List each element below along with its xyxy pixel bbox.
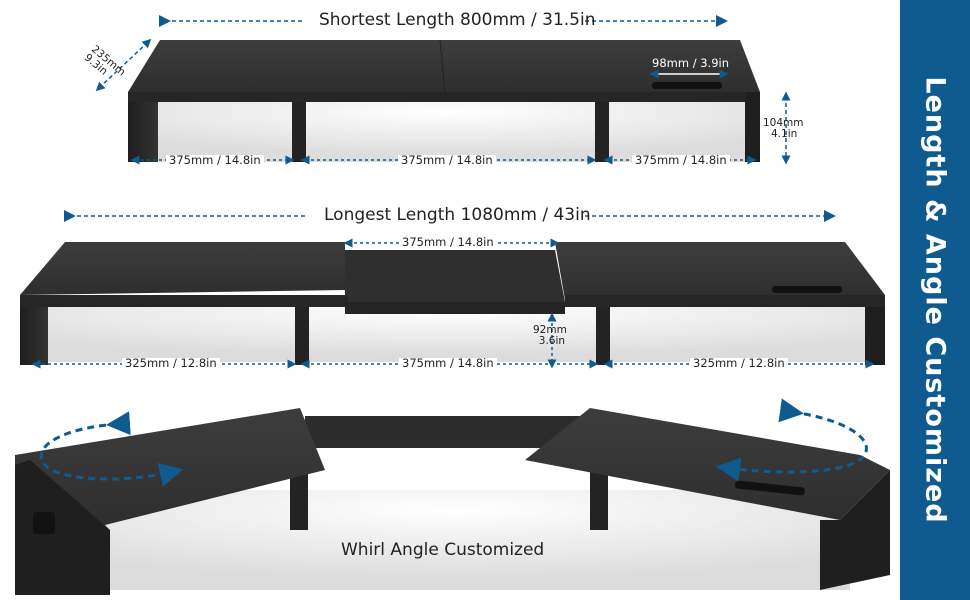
- middle-seg-mid-label: 375mm / 14.8in: [399, 357, 497, 370]
- top-height-mm: 104mm: [763, 117, 804, 129]
- middle-height-in: 3.6in: [538, 335, 566, 347]
- slot-label: 98mm / 3.9in: [652, 56, 729, 70]
- product-illustration: Shortest Length 800mm / 31.5in 235mm 9.3…: [15, 10, 890, 595]
- top-seg-left-label: 375mm / 14.8in: [166, 154, 264, 167]
- rotation-arrow-right-icon: [716, 398, 868, 482]
- middle-height-mm: 92mm: [533, 324, 567, 336]
- top-height-in: 4.1in: [771, 128, 798, 140]
- stand-shortest: [128, 39, 760, 162]
- stand-drawings: [15, 15, 890, 595]
- middle-seg-right-label: 325mm / 12.8in: [690, 357, 788, 370]
- top-height-label: 104mm 4.1in: [763, 118, 804, 140]
- top-seg-mid-label: 375mm / 14.8in: [398, 154, 496, 167]
- longest-length-label: Longest Length 1080mm / 43in: [324, 205, 591, 225]
- sidebar-title: Length & Angle Customized: [919, 76, 951, 524]
- middle-height-label: 92mm 3.6in: [533, 325, 567, 347]
- stand-rotated: [15, 408, 890, 595]
- rotation-arrow-left-icon: [39, 411, 184, 487]
- middle-seg-left-label: 325mm / 12.8in: [122, 357, 220, 370]
- whirl-caption: Whirl Angle Customized: [341, 540, 545, 560]
- stand-longest: [20, 242, 885, 365]
- middle-center-top-label: 375mm / 14.8in: [399, 236, 497, 249]
- top-seg-right-label: 375mm / 14.8in: [632, 154, 730, 167]
- shortest-length-label: Shortest Length 800mm / 31.5in: [319, 10, 596, 30]
- sidebar-banner: Length & Angle Customized: [900, 0, 970, 600]
